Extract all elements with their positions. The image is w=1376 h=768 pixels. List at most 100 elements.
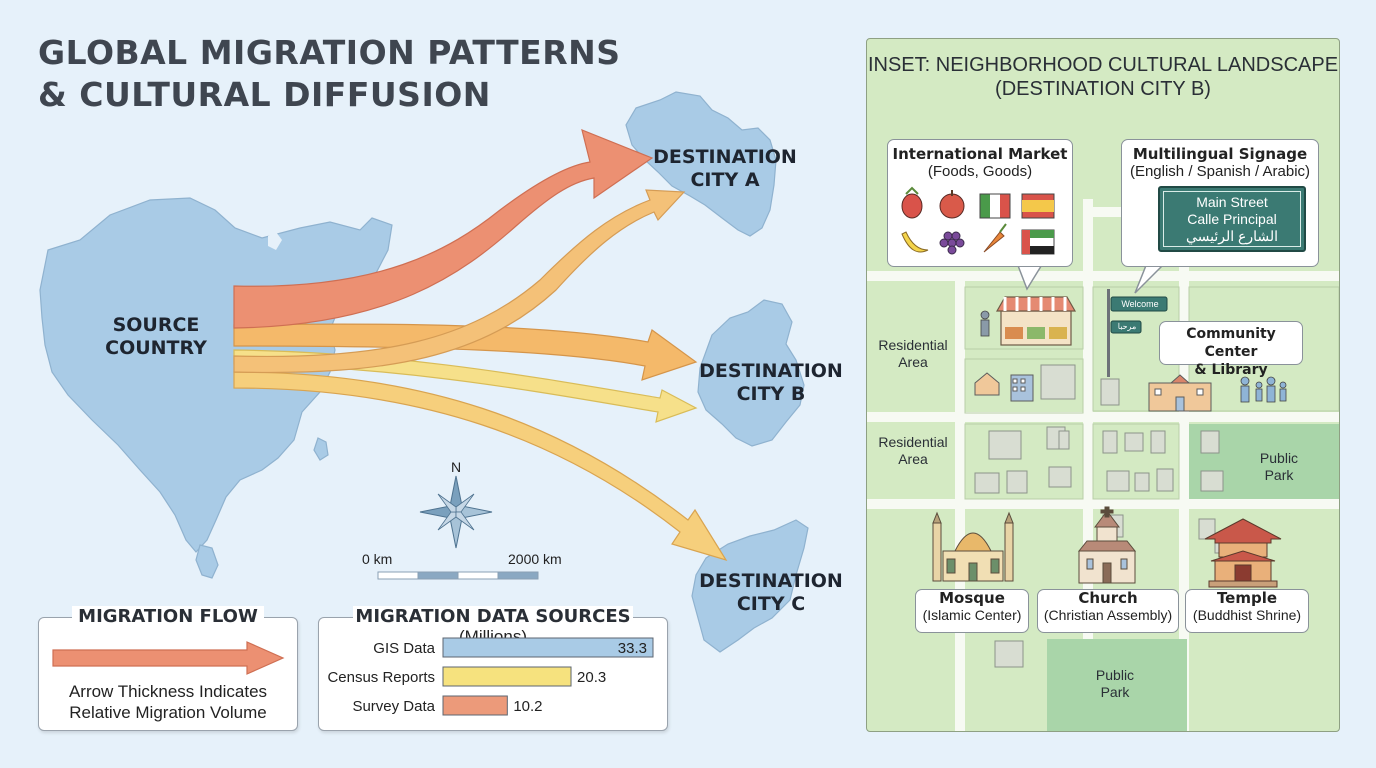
dest-c-line-1: DESTINATION — [699, 570, 843, 592]
source-country-label: SOURCE COUNTRY — [96, 314, 216, 360]
apple-icon — [939, 190, 965, 219]
public-park-label-bottom: Public Park — [1075, 667, 1155, 701]
flow-arrow-c-1 — [233, 371, 728, 562]
title-line-2: & CULTURAL DIFFUSION — [38, 75, 491, 114]
community-line-2: & Library — [1194, 362, 1268, 378]
welcome-sign-post — [1107, 289, 1168, 377]
mosque-sub: (Islamic Center) — [922, 607, 1022, 623]
park-bottom-area — [1047, 639, 1187, 731]
source-bar-0 — [442, 637, 654, 658]
source-label-line-2: COUNTRY — [105, 337, 207, 359]
houses-icon — [974, 372, 1034, 402]
residential-1-line-1: Residential — [878, 337, 948, 353]
compass-north-label: N — [451, 459, 462, 475]
dest-c-label: DESTINATION CITY C — [696, 570, 846, 616]
dest-a-label: DESTINATION CITY A — [650, 146, 800, 192]
welcome-sign-text: Welcome — [1121, 299, 1159, 309]
church-title: Church — [1078, 589, 1138, 607]
sign-line-spanish: Calle Principal — [1187, 211, 1277, 227]
arabic-sign-text: مرحبا — [1117, 322, 1137, 331]
temple-icon — [1204, 518, 1282, 588]
dest-a-line-1: DESTINATION — [653, 146, 797, 168]
park-top-line-1: Public — [1259, 450, 1299, 466]
dest-a-line-2: CITY A — [690, 169, 760, 191]
dest-b-land — [697, 299, 805, 447]
park-bottom-line-2: Park — [1100, 684, 1130, 700]
source-value-1: 20.3 — [577, 669, 606, 686]
mosque-title: Mosque — [939, 589, 1005, 607]
source-island-2 — [313, 437, 329, 461]
legend-arrow — [52, 641, 285, 675]
source-bar-2 — [442, 695, 508, 716]
source-label-0: GIS Data — [373, 640, 435, 657]
dest-c-line-2: CITY C — [736, 593, 806, 615]
legend-line-2: Relative Migration Volume — [69, 703, 267, 722]
residential-area-label-2: Residential Area — [871, 434, 955, 468]
data-sources-panel: MIGRATION DATA SOURCES (Millions) GIS Da… — [318, 606, 668, 731]
temple-sub: (Buddhist Shrine) — [1192, 607, 1302, 623]
vegetables-icon — [901, 186, 923, 219]
world-map — [39, 91, 809, 653]
community-line-1: Community Center — [1186, 326, 1276, 360]
source-label-2: Survey Data — [352, 698, 435, 715]
inset-title-line-2: (DESTINATION CITY B) — [995, 78, 1211, 100]
page-title: GLOBAL MIGRATION PATTERNS & CULTURAL DIF… — [38, 32, 621, 116]
inset-title: INSET: NEIGHBORHOOD CULTURAL LANDSCAPE (… — [867, 53, 1339, 101]
data-sources-title: MIGRATION DATA SOURCES — [353, 606, 633, 627]
legend-line-1: Arrow Thickness Indicates — [68, 682, 268, 701]
flow-arrow-a-1 — [233, 129, 654, 329]
title-line-1: GLOBAL MIGRATION PATTERNS — [38, 33, 621, 72]
legend-title-text: MIGRATION FLOW — [72, 606, 264, 627]
market-stall-icon — [995, 296, 1077, 346]
migration-flow-legend: MIGRATION FLOW Arrow Thickness Indicates… — [38, 606, 298, 731]
compass-rose — [419, 475, 493, 549]
source-value-0: 33.3 — [618, 640, 647, 657]
source-bar-1 — [442, 666, 572, 687]
community-center-label: Community Center & Library — [1159, 321, 1303, 378]
scale-end-label: 2000 km — [508, 551, 562, 567]
banana-icon — [901, 231, 929, 253]
residential-2-line-2: Area — [898, 451, 928, 467]
flow-arrow-a-2 — [233, 189, 686, 374]
mosque-label: Mosque (Islamic Center) — [915, 589, 1029, 633]
residential-area-label-1: Residential Area — [871, 337, 955, 371]
source-label-line-1: SOURCE — [112, 314, 200, 336]
inset-neighborhood-map: INSET: NEIGHBORHOOD CULTURAL LANDSCAPE (… — [866, 38, 1340, 732]
legend-title: MIGRATION FLOW — [39, 606, 297, 627]
uae-flag-icon — [1021, 229, 1055, 255]
source-island-1 — [195, 544, 219, 579]
community-center-building-icon — [1148, 374, 1212, 412]
shopper-icon — [980, 310, 990, 337]
inset-street-grid — [867, 178, 1339, 731]
source-lake — [268, 232, 282, 250]
signage-callout-sub: (English / Spanish / Arabic) — [1129, 163, 1311, 180]
sign-line-arabic: الشارع الرئيسي — [1185, 228, 1279, 244]
source-label-1: Census Reports — [327, 669, 435, 686]
dest-b-line-1: DESTINATION — [699, 360, 843, 382]
church-sub: (Christian Assembly) — [1043, 607, 1173, 623]
main-street-sign: Main Street Calle Principal الشارع الرئي… — [1158, 186, 1306, 252]
park-top-line-2: Park — [1264, 467, 1294, 483]
carrot-icon — [983, 223, 1007, 253]
source-value-2: 10.2 — [513, 698, 542, 715]
market-callout-title: International Market — [892, 145, 1068, 163]
dest-a-land — [625, 91, 777, 237]
main-street-sign-inner: Main Street Calle Principal الشارع الرئي… — [1163, 191, 1301, 247]
grapes-icon — [939, 231, 965, 255]
signage-callout: Multilingual Signage (English / Spanish … — [1121, 139, 1319, 267]
dest-b-line-2: CITY B — [736, 383, 806, 405]
source-country-land — [39, 197, 393, 553]
scale-bar — [377, 571, 539, 580]
church-icon — [1077, 506, 1137, 584]
church-label: Church (Christian Assembly) — [1037, 589, 1179, 633]
spanish-flag-icon — [1021, 193, 1055, 219]
signage-callout-title: Multilingual Signage — [1132, 145, 1308, 163]
sign-line-english: Main Street — [1196, 194, 1268, 210]
inset-title-line-1: INSET: NEIGHBORHOOD CULTURAL LANDSCAPE — [867, 54, 1339, 76]
family-people-icon — [1240, 376, 1287, 403]
temple-label: Temple (Buddhist Shrine) — [1185, 589, 1309, 633]
residential-2-line-1: Residential — [878, 434, 948, 450]
park-bottom-line-1: Public — [1095, 667, 1135, 683]
market-callout: International Market (Foods, Goods) — [887, 139, 1073, 267]
